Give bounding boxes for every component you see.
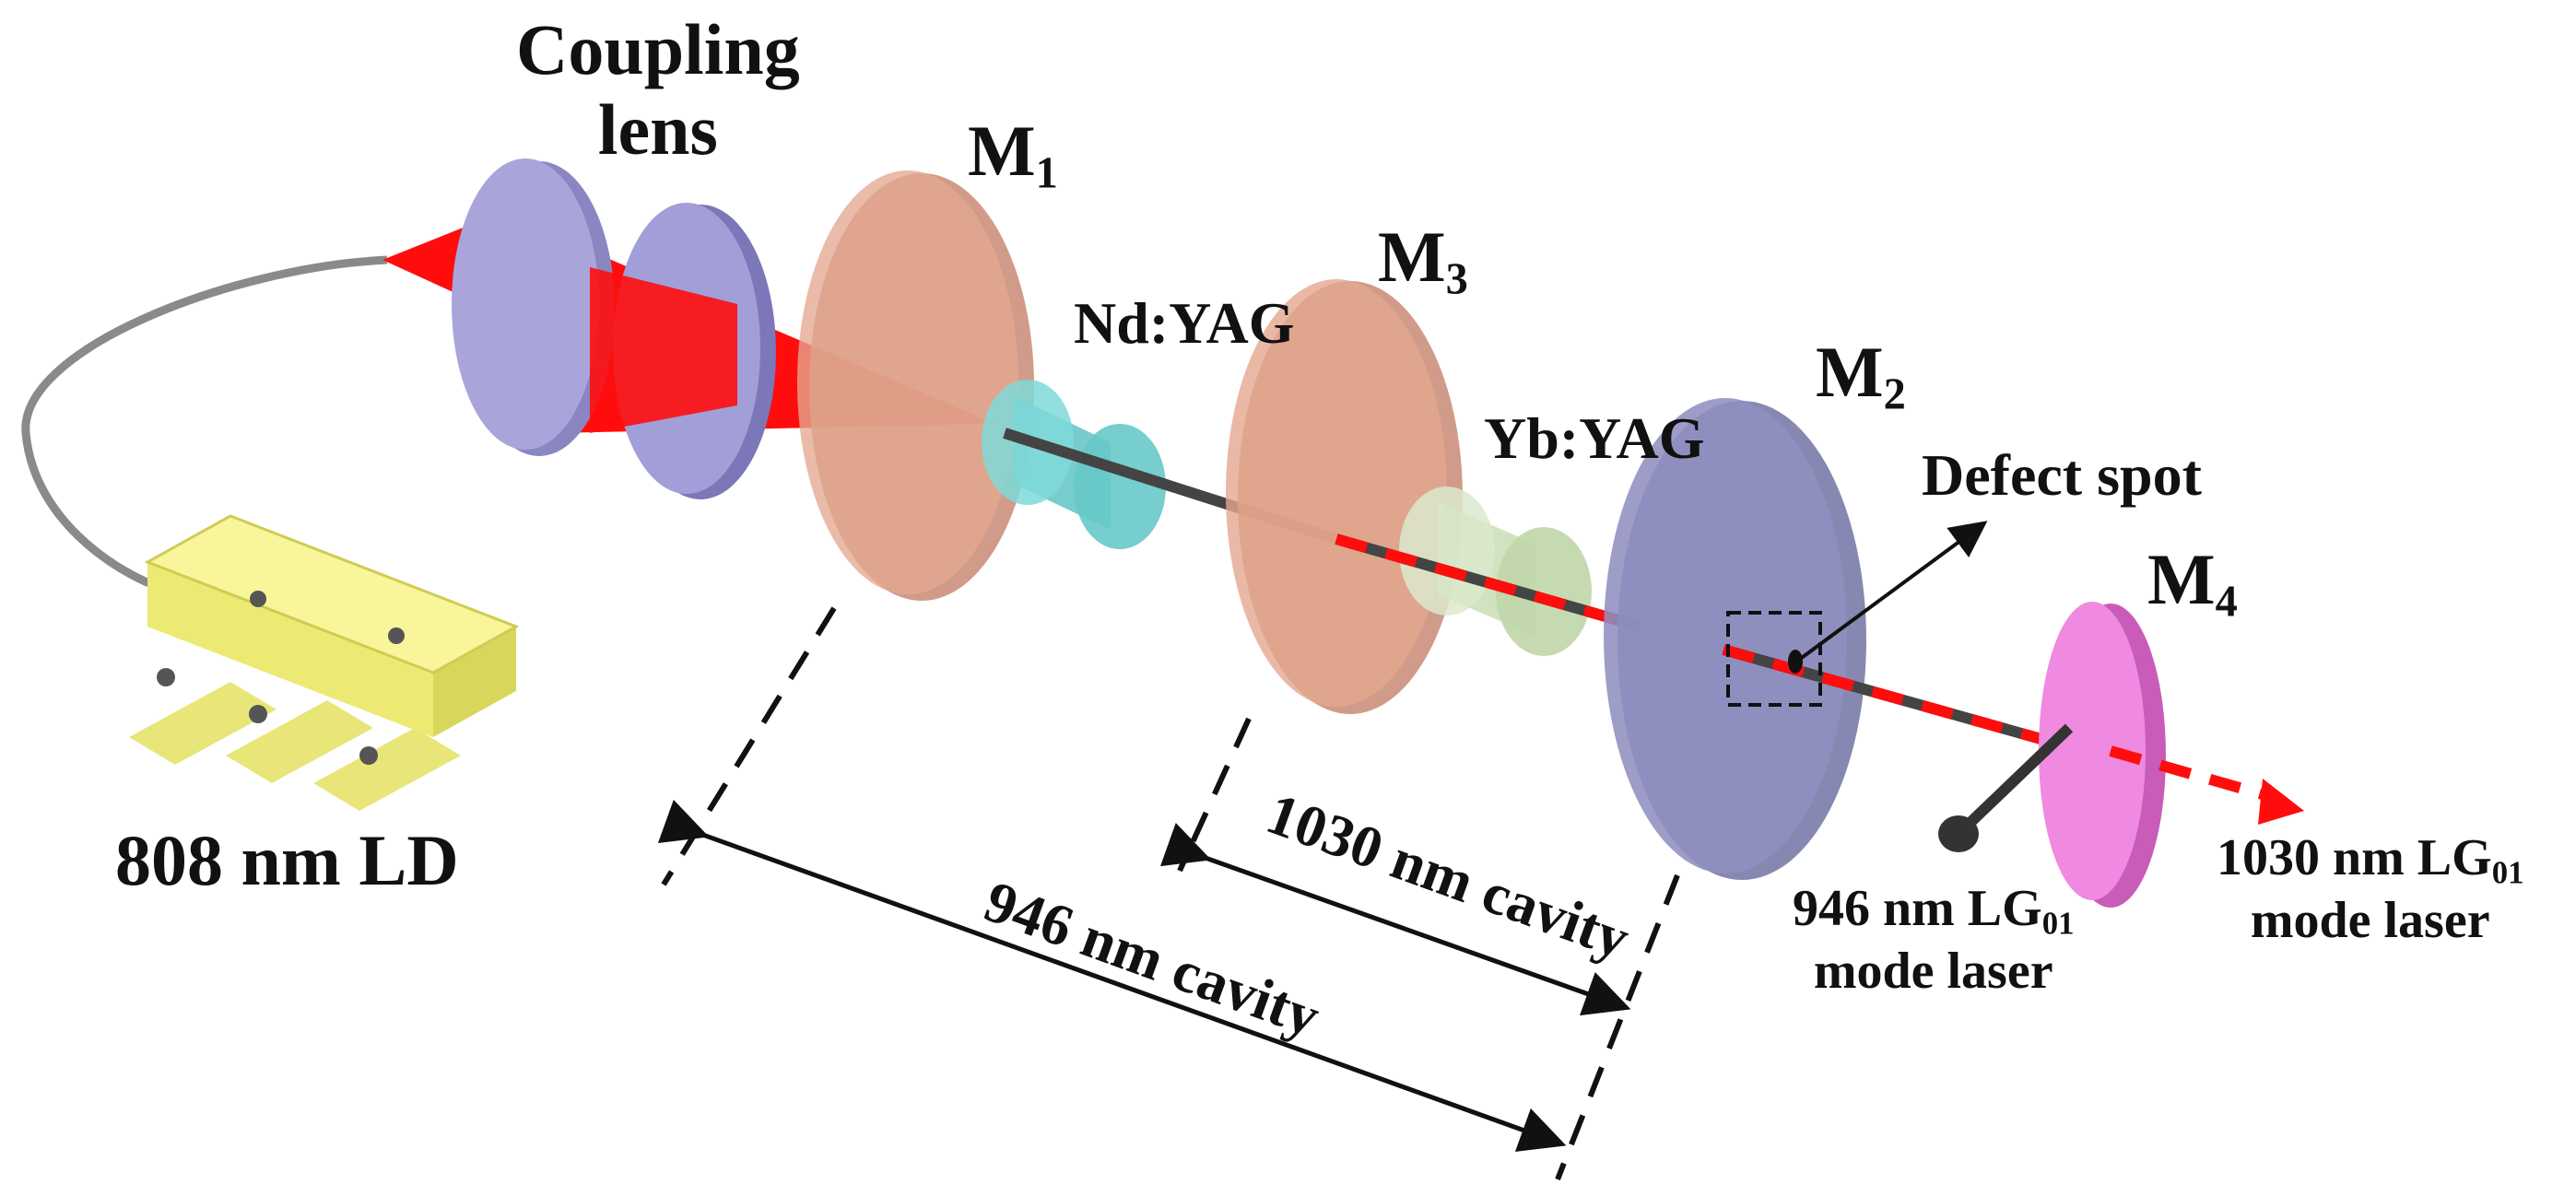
m2-label: M2 [1816, 332, 1906, 420]
output-beam-946 [1954, 723, 2074, 838]
mirror-m4 [2039, 602, 2166, 908]
output-1030-line1-sub: 01 [2491, 854, 2524, 891]
m4-label-sub: 4 [2215, 577, 2238, 627]
m1-label-sub: 1 [1035, 148, 1058, 198]
output-1030-line1-text: 1030 nm LG [2217, 829, 2492, 886]
m3-label-base: M [1378, 217, 1446, 297]
coupling-lens-label-line1: Coupling [516, 9, 800, 89]
m1-label: M1 [968, 111, 1058, 199]
output-946-line1: 946 nm LG01 [1793, 880, 2074, 943]
defect-spot-box [1726, 611, 1822, 707]
m4-label-base: M [2147, 539, 2216, 619]
output-946-line1-text: 946 nm LG [1793, 880, 2042, 937]
output-1030-label: 1030 nm LG01 mode laser [2217, 829, 2523, 949]
defect-spot-label: Defect spot [1922, 442, 2202, 508]
nd-yag-crystal [982, 380, 1166, 549]
output-1030-line1: 1030 nm LG01 [2217, 829, 2523, 892]
m4-label: M4 [2147, 539, 2238, 627]
output-946-label: 946 nm LG01 mode laser [1793, 880, 2074, 1000]
nd-yag-label: Nd:YAG [1074, 290, 1295, 356]
optical-fiber [21, 255, 388, 594]
mirror-m3 [1226, 279, 1463, 714]
coupling-lens-label: Coupling lens [516, 9, 800, 170]
m1-label-base: M [968, 111, 1036, 191]
mirror-m1 [797, 170, 1034, 601]
m2-label-base: M [1816, 332, 1884, 412]
yb-yag-label: Yb:YAG [1484, 405, 1705, 471]
output-946-line1-sub: 01 [2041, 905, 2075, 942]
laser-diode-module [129, 514, 520, 811]
output-946-line2: mode laser [1813, 942, 2053, 1000]
defect-spot-pointer [1797, 521, 1988, 662]
output-1030-line2: mode laser [2250, 891, 2490, 949]
cavity-946-arrow [657, 799, 1567, 1152]
m3-label-sub: 3 [1445, 254, 1468, 304]
m3-label: M3 [1378, 217, 1468, 305]
mirror-m2 [1604, 398, 1866, 880]
output-beam-1030 [2109, 745, 2274, 803]
cavity-1030-arrow [1159, 823, 1631, 1016]
ld-label: 808 nm LD [115, 820, 459, 900]
coupling-lens-label-line2: lens [597, 89, 718, 170]
coupling-lens-1 [452, 158, 615, 456]
m2-label-sub: 2 [1883, 369, 1906, 419]
